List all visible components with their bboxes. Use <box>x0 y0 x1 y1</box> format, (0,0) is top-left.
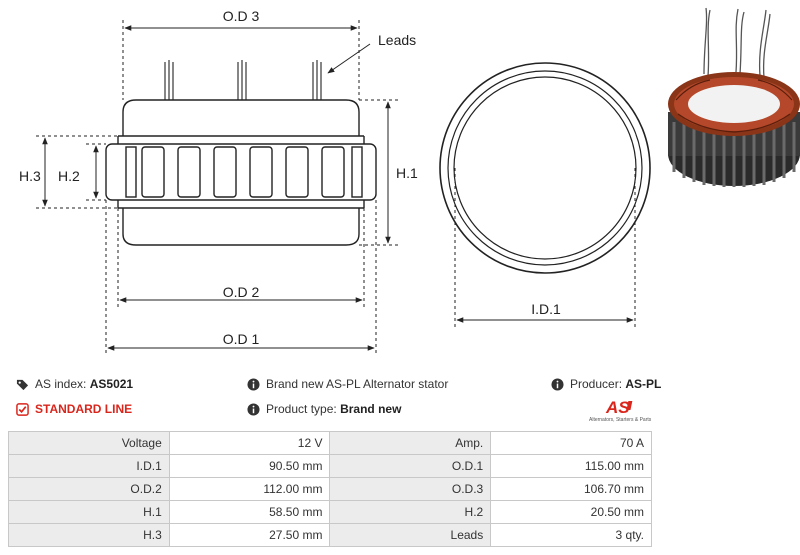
info-icon <box>247 377 260 391</box>
product-type-value: Brand new <box>340 402 402 416</box>
spec-value: 112.00 mm <box>168 477 331 501</box>
spec-value: 115.00 mm <box>490 454 652 478</box>
product-type-row: Product type: Brand new <box>247 402 401 416</box>
as-pl-logo: AS Alternators, Starters & Parts <box>589 398 652 423</box>
product-type-label: Product type: <box>266 402 337 416</box>
spec-label: O.D.1 <box>329 454 492 478</box>
spec-label: Voltage <box>8 431 170 455</box>
dim-leads-label: Leads <box>378 32 416 48</box>
info-icon <box>247 402 260 416</box>
producer-label: Producer: <box>570 377 623 391</box>
spec-value: 90.50 mm <box>168 454 331 478</box>
standard-line-row: STANDARD LINE <box>16 402 132 416</box>
product-description: Brand new AS-PL Alternator stator <box>266 377 449 391</box>
svg-text:AS: AS <box>605 398 630 417</box>
spec-label: O.D.3 <box>329 477 492 501</box>
spec-label: O.D.2 <box>8 477 170 501</box>
stator-technical-drawing: O.D 3 Leads H.1 H.3 H.2 O.D 2 O.D 1 I.D.… <box>19 8 651 356</box>
dim-od3-label: O.D 3 <box>223 8 260 24</box>
stator-top-view <box>439 62 651 328</box>
dim-h1-label: H.1 <box>396 165 418 181</box>
dim-od2-label: O.D 2 <box>223 284 260 300</box>
as-index-label: AS index: <box>35 377 87 391</box>
spec-label: H.3 <box>8 523 170 547</box>
stator-side-view <box>105 60 377 246</box>
info-icon <box>551 377 564 391</box>
producer-value: AS-PL <box>625 377 662 391</box>
tags-icon <box>16 379 29 390</box>
spec-value: 70 A <box>490 431 652 455</box>
stator-product-photo <box>668 7 800 187</box>
spec-label: Leads <box>329 523 492 547</box>
producer-row: Producer: AS-PL <box>551 377 661 391</box>
dim-id1-label: I.D.1 <box>531 301 561 317</box>
spec-label: I.D.1 <box>8 454 170 478</box>
spec-label: H.1 <box>8 500 170 524</box>
dim-od1-label: O.D 1 <box>223 331 260 347</box>
as-index-row: AS index: AS5021 <box>16 377 133 391</box>
description-row: Brand new AS-PL Alternator stator <box>247 377 448 391</box>
spec-value: 106.70 mm <box>490 477 652 501</box>
as-index-value: AS5021 <box>89 377 134 391</box>
standard-line-label: STANDARD LINE <box>35 402 133 416</box>
spec-value: 3 qty. <box>490 523 652 547</box>
spec-label: H.2 <box>329 500 492 524</box>
check-square-icon <box>16 402 29 416</box>
spec-value: 27.50 mm <box>168 523 331 547</box>
spec-value: 12 V <box>168 431 331 455</box>
dim-h2-label: H.2 <box>58 168 80 184</box>
svg-text:Alternators, Starters & Parts: Alternators, Starters & Parts <box>589 417 652 423</box>
spec-value: 20.50 mm <box>490 500 652 524</box>
spec-label: Amp. <box>329 431 492 455</box>
spec-value: 58.50 mm <box>168 500 331 524</box>
dim-h3-label: H.3 <box>19 168 41 184</box>
